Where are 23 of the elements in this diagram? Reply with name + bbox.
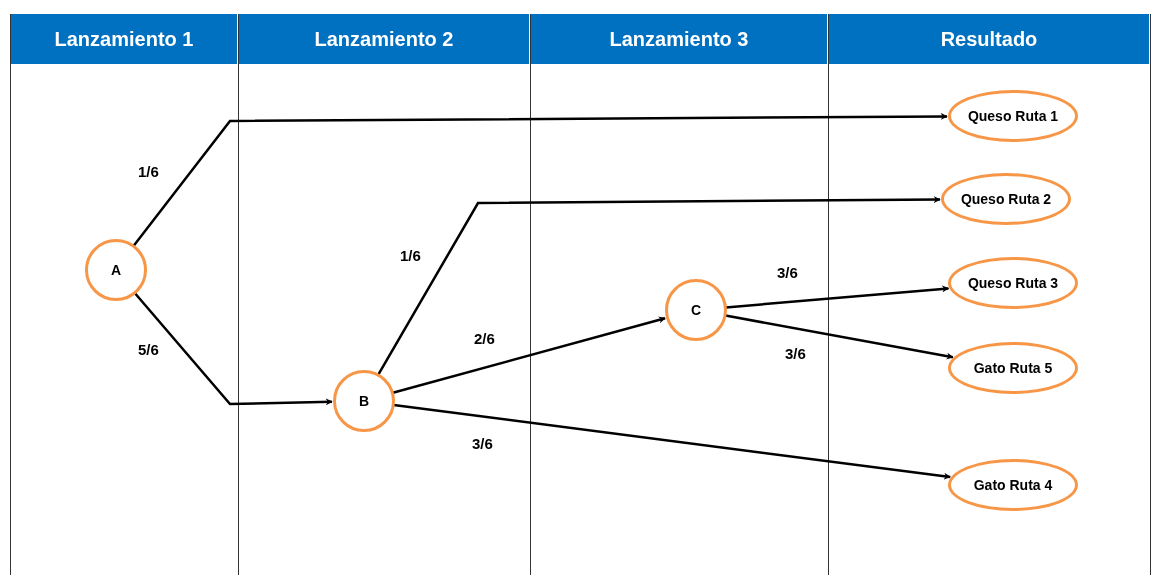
outcome-ellipse: Queso Ruta 2: [941, 173, 1071, 225]
arrow: [393, 403, 951, 480]
column-header: Lanzamiento 2: [239, 14, 530, 64]
arrow: [377, 196, 941, 375]
column-header: Resultado: [829, 14, 1150, 64]
outcome-ellipse: Queso Ruta 1: [948, 90, 1078, 142]
arrow: [725, 314, 954, 360]
column-band: [828, 14, 1150, 575]
column-band: [530, 14, 828, 575]
arrow: [725, 285, 950, 309]
chance-node-circle: A: [85, 239, 147, 301]
chance-node-circle: C: [665, 279, 727, 341]
column-band: [238, 14, 530, 575]
column-band: [10, 14, 238, 575]
outcome-ellipse: Gato Ruta 4: [948, 459, 1078, 511]
column-header: Lanzamiento 1: [11, 14, 238, 64]
outcome-ellipse: Queso Ruta 3: [948, 257, 1078, 309]
arrow: [392, 316, 666, 394]
column-header: Lanzamiento 3: [531, 14, 828, 64]
chance-node-circle: B: [333, 370, 395, 432]
outcome-ellipse: Gato Ruta 5: [948, 342, 1078, 394]
arrow: [132, 112, 948, 247]
arrow: [134, 292, 333, 406]
